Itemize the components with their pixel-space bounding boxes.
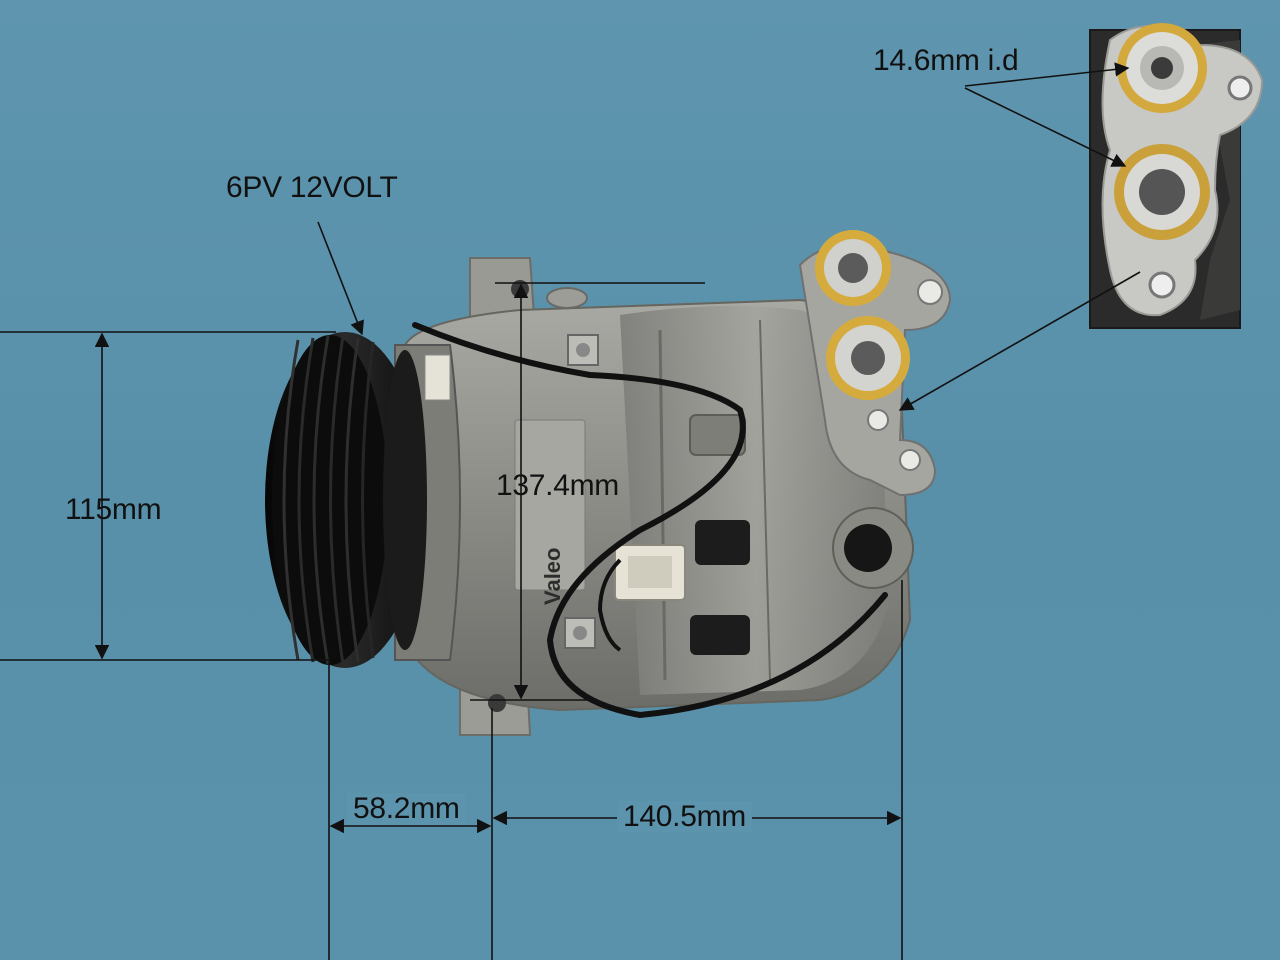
callout-arrows (317, 62, 1141, 411)
height-length-label: 137.4mm (496, 469, 619, 502)
refrigerant-ports (798, 230, 952, 589)
electrical-connectors (412, 322, 888, 719)
port-diameter-label: 14.6mm i.d (873, 44, 1019, 77)
belt-spec-label: 6PV 12VOLT (226, 171, 398, 204)
height-label: 115mm (65, 493, 162, 526)
brand-logo: Valeo (540, 548, 565, 605)
pulley-offset-label: 58.2mm (347, 793, 466, 825)
mount-width-label: 140.5mm (617, 801, 752, 833)
port-detail-inset (1089, 23, 1264, 329)
drive-pulley (265, 332, 427, 668)
